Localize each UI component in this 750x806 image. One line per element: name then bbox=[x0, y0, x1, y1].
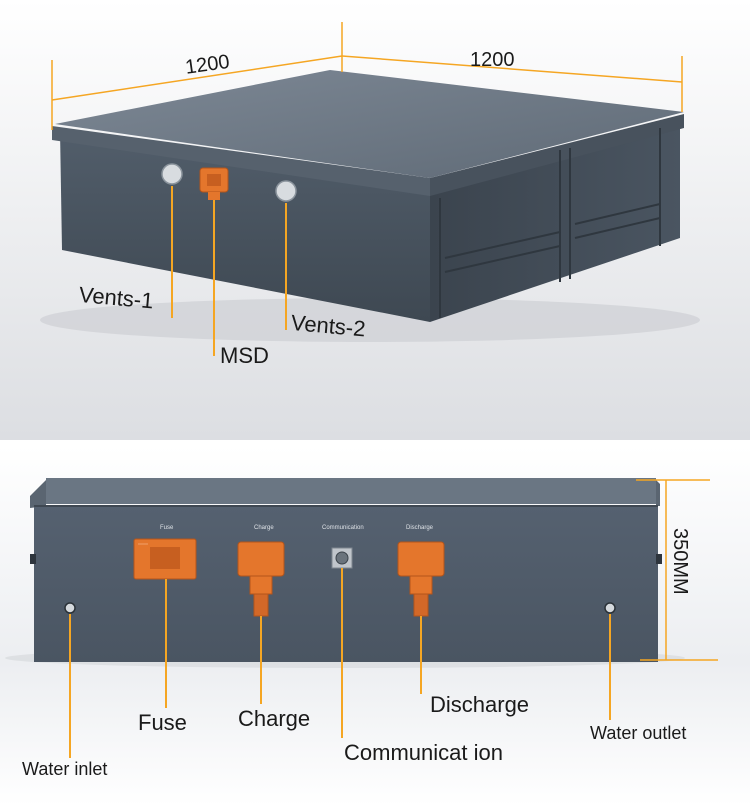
callout-leaders-front bbox=[69, 568, 611, 758]
front-face bbox=[34, 506, 658, 662]
callout-water-outlet: Water outlet bbox=[590, 723, 687, 743]
floor-shadow bbox=[40, 298, 700, 342]
communication-port bbox=[331, 547, 353, 569]
charge-connector bbox=[237, 541, 285, 617]
side-lip bbox=[430, 114, 684, 196]
water-inlet-port bbox=[64, 602, 76, 614]
dimension-lines-height bbox=[636, 479, 718, 661]
callout-water-inlet: Water inlet bbox=[22, 759, 108, 779]
msd-connector bbox=[199, 167, 229, 200]
side-notch-right bbox=[656, 554, 662, 564]
front-view-drawing bbox=[0, 446, 750, 806]
caption-communication: Communication bbox=[322, 525, 364, 531]
fuse-block bbox=[133, 538, 197, 580]
caption-charge: Charge bbox=[254, 525, 274, 531]
front-view-panel: Fuse Charge Communication Discharge 350M… bbox=[0, 446, 750, 806]
vent-2 bbox=[275, 180, 297, 202]
isometric-view-panel: 1200 1200 Vents-1 MSD Vents-2 bbox=[0, 0, 750, 440]
water-outlet-port bbox=[604, 602, 616, 614]
dimension-depth-label: 1200 bbox=[470, 49, 515, 71]
discharge-connector bbox=[397, 541, 445, 617]
lid-right-edge bbox=[656, 480, 660, 506]
side-ribs bbox=[439, 128, 661, 318]
vent-1 bbox=[161, 163, 183, 185]
dimension-height-label: 350MM bbox=[669, 528, 691, 595]
caption-fuse: Fuse bbox=[160, 525, 174, 531]
front-lip bbox=[52, 126, 430, 196]
callout-charge: Charge bbox=[238, 706, 311, 731]
callout-discharge: Discharge bbox=[430, 692, 530, 717]
dimension-lines-top bbox=[51, 22, 683, 130]
callout-communication: Communicat ion bbox=[344, 740, 503, 765]
callout-fuse: Fuse bbox=[138, 710, 187, 735]
side-face bbox=[430, 122, 680, 322]
caption-discharge: Discharge bbox=[406, 525, 434, 531]
lid-left-chamfer bbox=[30, 480, 46, 508]
isometric-view-drawing bbox=[0, 0, 750, 440]
side-notch-left bbox=[30, 554, 36, 564]
callout-msd: MSD bbox=[220, 343, 269, 368]
lid bbox=[55, 70, 684, 178]
callout-leaders-top bbox=[171, 186, 287, 356]
lid-front bbox=[46, 478, 656, 504]
